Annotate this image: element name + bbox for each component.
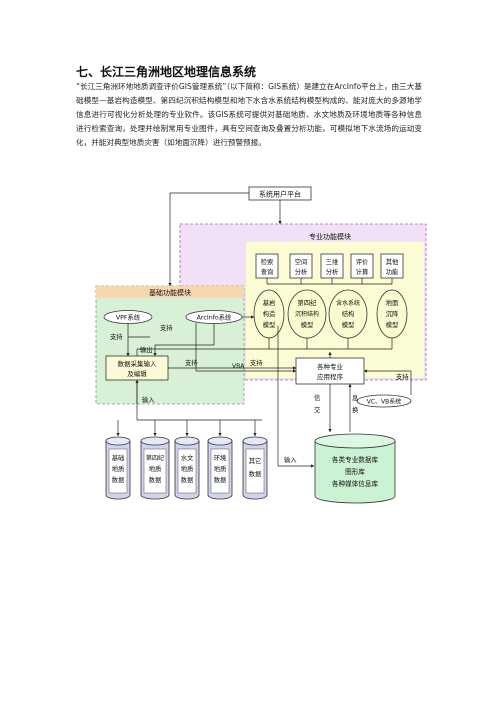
pro-function-label: 分析	[326, 267, 339, 276]
data-input-box	[105, 355, 169, 381]
model-label: 模型	[386, 320, 399, 329]
base-module-header	[96, 286, 244, 298]
big-db-label: 图形库	[345, 467, 365, 476]
pro-module-title: 专业功能模块	[309, 232, 351, 241]
model-ellipses: 基岩 构造 模型 第四纪 沉积结构 模型 含水系统 结构 模型 地面 沉降 模型	[253, 289, 408, 339]
db-label: 地质	[214, 464, 227, 473]
db-cylinder: 水文 地质 数据	[174, 436, 200, 500]
label-exchange: 交	[314, 405, 321, 414]
label-output: 输出	[140, 345, 153, 354]
model-label: 结构	[342, 309, 355, 318]
connector-lines	[116, 192, 412, 468]
db-label: 水文	[181, 453, 194, 462]
label-support: 支持	[185, 358, 198, 367]
model-label: 模型	[342, 320, 355, 329]
label-support: 支持	[110, 332, 123, 341]
pro-function-label: 其他	[386, 257, 399, 266]
pro-function-label: 查询	[261, 267, 274, 276]
db-label: 地质	[181, 464, 194, 473]
model-label: 含水系统	[336, 299, 360, 307]
data-input-label: 及编辑	[127, 369, 147, 378]
pro-function-label: 功能	[386, 267, 399, 276]
db-label: 地质	[112, 464, 125, 473]
db-label: 环境	[214, 453, 227, 462]
vc-vb-system-oval	[356, 394, 412, 408]
data-input-label: 数据采集输入	[118, 359, 158, 368]
app-program-label: 应用程序	[317, 372, 344, 381]
db-label: 数据	[181, 475, 194, 484]
db-cylinder: 其它 数据	[242, 436, 268, 500]
model-to-function-lines	[266, 278, 393, 285]
user-platform-label: 系统用户平台	[259, 190, 301, 199]
db-cylinder: 基础 地质 数据	[105, 436, 131, 500]
db-label: 其它	[249, 456, 262, 465]
model-label: 地面	[386, 298, 399, 307]
db-label: 数据	[149, 475, 162, 484]
db-label: 基础	[112, 453, 125, 462]
pro-function-label: 空间	[295, 257, 308, 266]
model-label: 模型	[263, 320, 276, 329]
label-input: 输入	[284, 455, 297, 464]
label-vba: VBA	[232, 363, 245, 370]
model-label: 第四纪	[298, 298, 318, 307]
label-info: 信	[314, 393, 320, 402]
pro-function-boxes: 检索 查询 空间 分析 三维 分析 评价 计算 其他 功能	[255, 253, 404, 279]
big-database-cylinder: 各类专业数据库 图形库 各种媒体信息库	[314, 433, 396, 504]
database-cylinders: 基础 地质 数据 第四纪 地质 数据 水文 地质 数据 环境 地质 数据	[105, 436, 268, 500]
label-support: 支持	[160, 323, 173, 332]
model-label: 基岩	[263, 298, 276, 307]
pro-function-label: 三维	[326, 257, 339, 266]
pro-function-label: 评价	[356, 258, 369, 266]
db-label: 地质	[149, 464, 162, 473]
label-huan: 换	[352, 405, 359, 414]
model-label: 沉降	[386, 309, 399, 318]
db-cylinder: 环境 地质 数据	[207, 436, 233, 500]
label-support: 支持	[250, 358, 263, 367]
big-db-label: 各种媒体信息库	[332, 479, 379, 488]
model-label: 构造	[263, 309, 276, 318]
db-cylinder: 第四纪 地质 数据	[140, 436, 170, 500]
label-support: 支持	[396, 372, 409, 381]
db-label: 数据	[214, 475, 227, 484]
pro-function-label: 检索	[261, 257, 274, 266]
app-program-label: 各种专业	[317, 362, 344, 371]
vc-vb-system-label: VC、VB系统	[367, 398, 402, 406]
pro-function-label: 计算	[356, 267, 369, 276]
base-module-title: 基础功能模块	[149, 288, 191, 297]
label-input: 输入	[142, 395, 155, 404]
section-heading: 七、长江三角洲地区地理信息系统	[76, 65, 257, 79]
pro-function-label: 分析	[295, 267, 308, 276]
label-xi: 息	[352, 393, 358, 402]
vpf-system-label: VPF系统	[116, 313, 141, 322]
db-label: 数据	[249, 469, 262, 478]
big-db-label: 各类专业数据库	[332, 455, 379, 464]
db-label: 数据	[112, 475, 125, 484]
arcinfo-system-label: ArcInfo系统	[197, 313, 232, 322]
db-label: 第四纪	[146, 454, 164, 462]
model-label: 沉积结构	[295, 310, 319, 318]
model-label: 模型	[301, 320, 314, 329]
intro-paragraph: “长江三角洲环地地质调查评价GIS管理系统”（以下简称：GIS系统）是建立在Ar…	[76, 82, 422, 147]
